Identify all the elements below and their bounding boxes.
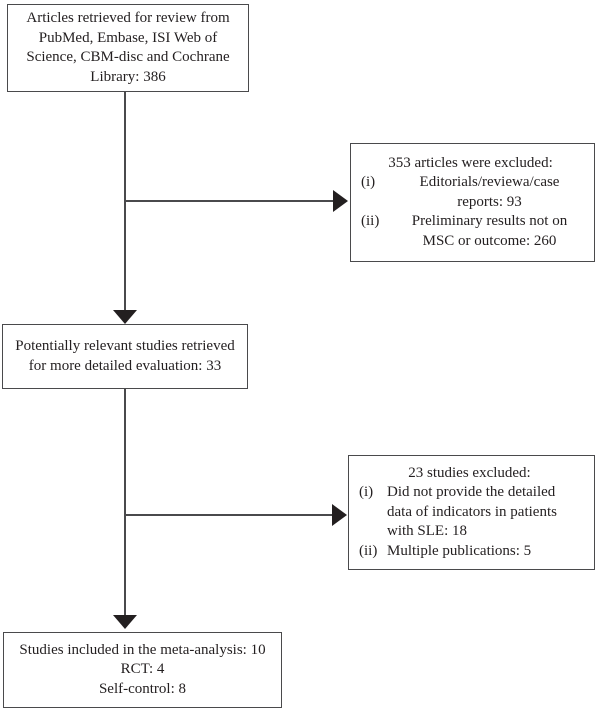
box-text-line: PubMed, Embase, ISI Web of [38, 29, 218, 46]
list-item-text: with SLE: 18 [387, 523, 468, 540]
box-articles-retrieved: Articles retrieved for review from PubMe… [7, 4, 249, 92]
list-marker: (ii) [359, 542, 378, 559]
list-marker: (i) [361, 174, 376, 191]
box-relevant-studies: Potentially relevant studies retrieved f… [2, 324, 248, 389]
box-included-studies: Studies included in the meta-analysis: 1… [3, 632, 282, 708]
right-arrowhead-icon [332, 504, 347, 526]
list-item-text: MSC or outcome: 260 [422, 232, 557, 249]
list-marker: (i) [359, 484, 374, 501]
list-item: (ii) Multiple publications: 5 [349, 542, 590, 562]
list-item-text: Multiple publications: 5 [387, 542, 532, 559]
box-text-line: Articles retrieved for review from [26, 10, 230, 26]
box-text-line: for more detailed evaluation: 33 [28, 357, 222, 374]
down-arrowhead-icon [113, 615, 137, 629]
right-arrowhead-icon [333, 190, 348, 212]
list-item-text: Did not provide the detailed [387, 484, 556, 501]
box-text-line: Library: 386 [90, 68, 166, 85]
box-text-line: Self-control: 8 [98, 680, 187, 697]
box-text-line: Science, CBM-disc and Cochrane [26, 49, 230, 65]
down-arrowhead-icon [113, 310, 137, 324]
list-item-text: data of indicators in patients [387, 503, 557, 520]
list-item: (i) Did not provide the detailed data of… [349, 483, 590, 542]
box-title: 353 articles were excluded: [388, 154, 553, 171]
box-text-line: RCT: 4 [120, 661, 165, 678]
list-item-text: Editorials/reviewa/case [419, 174, 560, 191]
box-articles-excluded: 353 articles were excluded: (i) Editoria… [350, 143, 595, 262]
box-text-line: Potentially relevant studies retrieved [15, 338, 235, 354]
list-item-text: reports: 93 [457, 193, 522, 210]
connector-vertical-2 [124, 389, 126, 616]
connector-horizontal-1 [125, 200, 334, 202]
box-text-line: Studies included in the meta-analysis: 1… [19, 641, 266, 658]
list-item-text: Preliminary results not on [411, 213, 568, 230]
list-marker: (ii) [361, 213, 380, 230]
list-item: (i) Editorials/reviewa/case reports: 93 [351, 173, 590, 212]
box-title: 23 studies excluded: [408, 464, 531, 481]
list-item: (ii) Preliminary results not on MSC or o… [351, 212, 590, 251]
connector-horizontal-2 [125, 514, 333, 516]
connector-vertical-1 [124, 92, 126, 311]
box-studies-excluded: 23 studies excluded: (i) Did not provide… [348, 455, 595, 570]
